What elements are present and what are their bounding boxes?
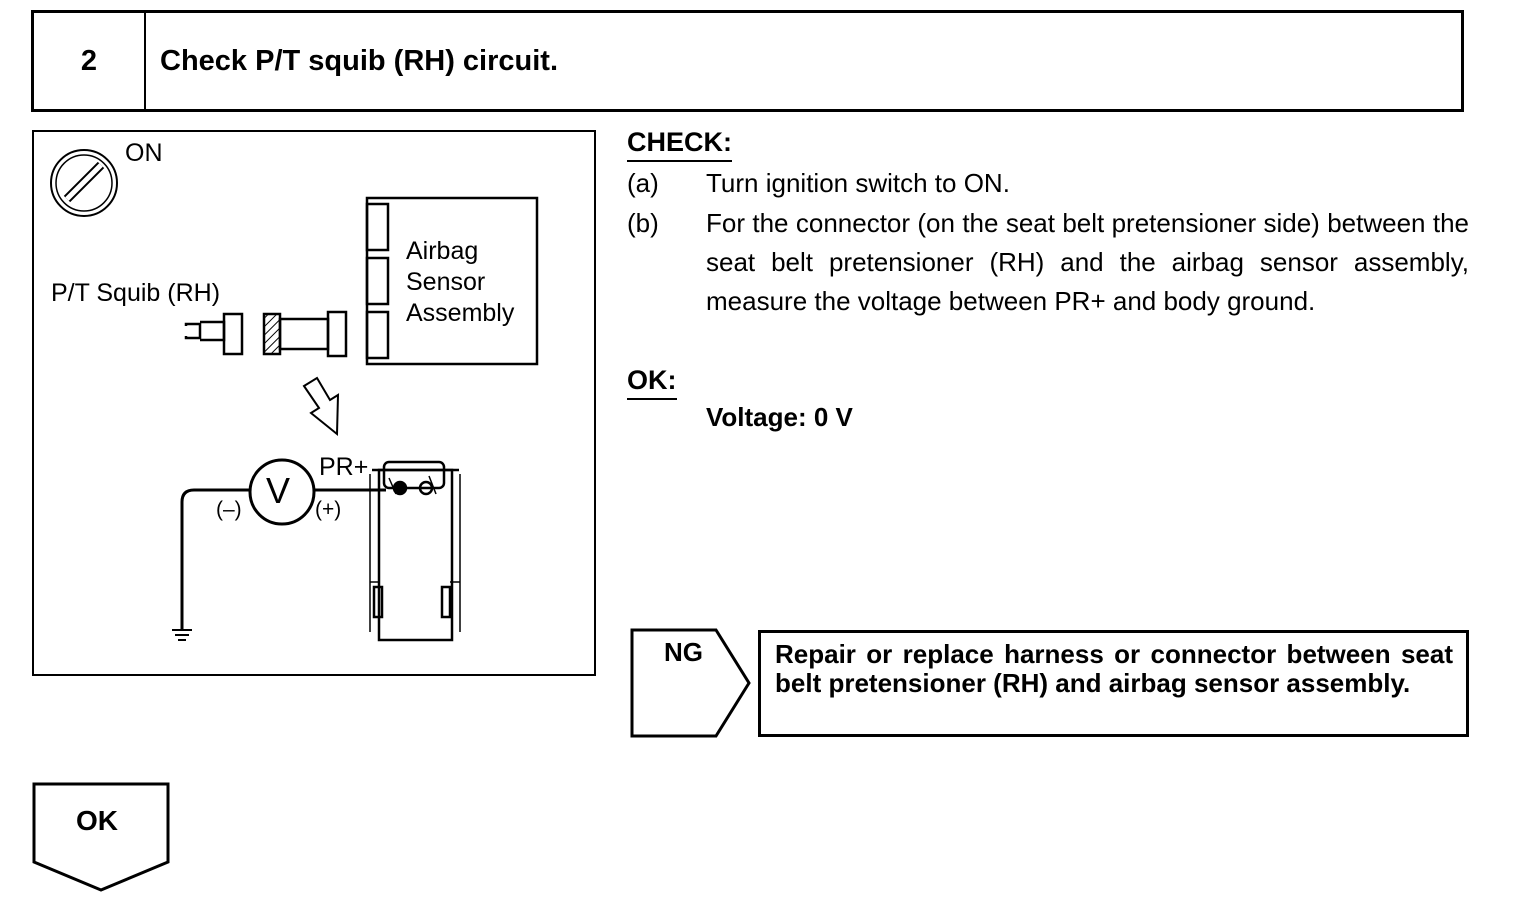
check-step-b: (b) For the connector (on the seat belt … [627,204,1469,364]
sensor-label-line1: Airbag [406,237,479,265]
airbag-sensor-box [365,196,539,366]
circuit-illustration: ON P/T Squib (RH) Airbag Sensor Assembly… [32,130,596,676]
step-title: Check P/T squib (RH) circuit. [160,44,558,77]
down-arrow-icon [302,376,340,437]
step-text: Turn ignition switch to ON. [706,168,1010,198]
meter-symbol: V [266,470,291,511]
sensor-label-line3: Assembly [406,299,515,327]
voltmeter-circle [248,458,316,526]
voltage-spec: Voltage: 0 V [706,402,853,432]
ok-branch-tag[interactable] [32,782,170,892]
squib-connector [184,312,244,356]
ok-branch-label: OK [76,805,118,836]
ok-heading: OK: [627,367,677,400]
harness-connector [262,310,348,358]
wiring-diagram [50,149,539,642]
step-letter: (b) [627,208,659,238]
check-heading: CHECK: [627,129,732,162]
ground-icon [172,629,192,641]
negative-probe-label: (–) [216,498,242,521]
ng-action-box: Repair or replace harness or connector b… [758,630,1469,737]
step-number: 2 [34,13,146,109]
voltmeter-leads [180,488,386,630]
ng-branch-tag[interactable] [630,628,752,738]
pretensioner-connector [369,460,461,642]
sensor-label-line2: Sensor [406,268,486,296]
step-text: For the connector (on the seat belt pret… [706,208,1469,316]
ignition-key-icon [50,149,118,217]
step-header: 2 Check P/T squib (RH) circuit. [31,10,1464,112]
step-letter: (a) [627,168,659,198]
positive-probe-label: (+) [315,498,342,521]
squib-label: P/T Squib (RH) [51,279,221,307]
ng-label: NG [664,637,703,667]
terminal-label: PR+ [319,453,369,481]
ignition-label: ON [125,139,163,167]
check-step-a: (a) Turn ignition switch to ON. [627,164,1469,203]
